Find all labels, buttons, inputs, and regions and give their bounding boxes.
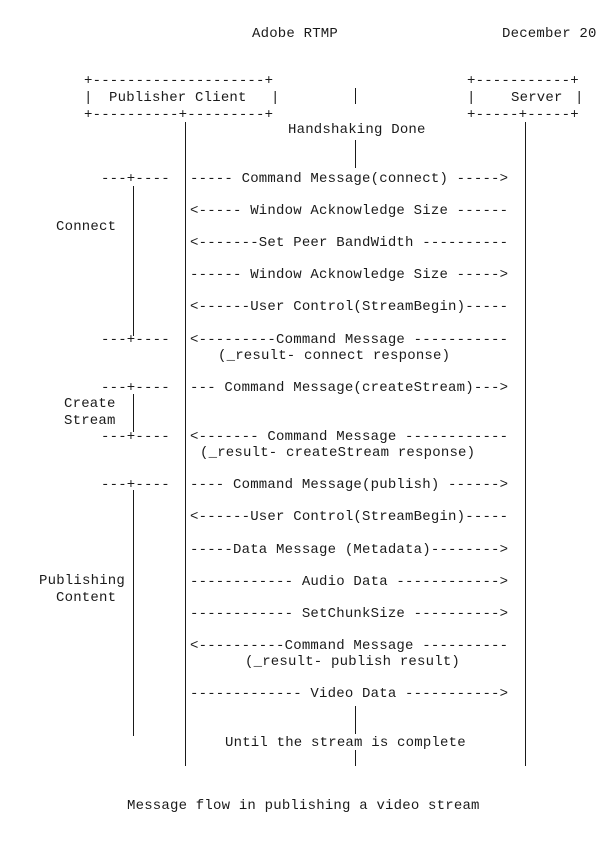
phase-connect-label: Connect xyxy=(56,219,117,235)
message-result-publish-note: (_result- publish result) xyxy=(245,654,461,670)
message-publish: ---- Command Message(publish) ------> xyxy=(190,477,509,493)
message-set-chunk-size: ------------ SetChunkSize ----------> xyxy=(190,606,509,622)
connect-bracket-start: ---+---- xyxy=(101,171,170,187)
message-set-peer-bandwidth: <-------Set Peer BandWidth ---------- xyxy=(190,235,509,251)
create-stream-bracket-end: ---+---- xyxy=(101,429,170,445)
message-result-connect-note: (_result- connect response) xyxy=(218,348,451,364)
phase-publishing-label-line2: Content xyxy=(56,590,117,606)
message-create-stream: --- Command Message(createStream)---> xyxy=(190,380,509,396)
figure-caption: Message flow in publishing a video strea… xyxy=(127,798,480,814)
message-data-metadata: -----Data Message (Metadata)--------> xyxy=(190,542,509,558)
message-window-ack-size-out: ------ Window Acknowledge Size -----> xyxy=(190,267,509,283)
publisher-box-top-border: +--------------------+ xyxy=(84,73,274,89)
phase-create-stream-label-line1: Create xyxy=(64,396,116,412)
phase-publishing-label-line1: Publishing xyxy=(39,573,126,589)
message-command-result-create-stream: <------- Command Message ------------ xyxy=(190,429,509,445)
message-command-result-connect: <---------Command Message ----------- xyxy=(190,332,509,348)
server-lifeline xyxy=(525,122,526,766)
until-stream-complete-label: Until the stream is complete xyxy=(225,735,466,751)
message-user-control-stream-begin-2: <------User Control(StreamBegin)----- xyxy=(190,509,509,525)
message-window-ack-size-in: <----- Window Acknowledge Size ------ xyxy=(190,203,509,219)
center-divider-bottom xyxy=(355,750,356,766)
create-stream-bracket-start: ---+---- xyxy=(101,380,170,396)
server-box-top-border: +-----------+ xyxy=(467,73,579,89)
server-box-bottom-border: +-----+-----+ xyxy=(467,107,579,123)
message-result-create-stream-note: (_result- createStream response) xyxy=(200,445,476,461)
document-title: Adobe RTMP xyxy=(252,26,339,42)
center-divider-top xyxy=(355,88,356,104)
message-audio-data: ------------ Audio Data ------------> xyxy=(190,574,509,590)
document-date: December 20 xyxy=(502,26,597,42)
server-label: Server xyxy=(511,90,563,106)
publisher-box-right-border: | xyxy=(271,90,280,106)
center-divider-video xyxy=(355,706,356,734)
server-box-right-border: | xyxy=(575,90,584,106)
center-divider-handshake xyxy=(355,140,356,168)
connect-bracket-end: ---+---- xyxy=(101,332,170,348)
publisher-client-label: Publisher Client xyxy=(109,90,247,106)
message-video-data: ------------- Video Data -----------> xyxy=(190,686,509,702)
phase-create-stream-label-line2: Stream xyxy=(64,413,116,429)
publisher-box-left-border: | xyxy=(84,90,93,106)
publisher-lifeline xyxy=(185,122,186,766)
create-stream-bracket xyxy=(133,394,134,432)
message-connect: ----- Command Message(connect) -----> xyxy=(190,171,509,187)
server-box-left-border: | xyxy=(467,90,476,106)
handshaking-done-label: Handshaking Done xyxy=(288,122,426,138)
publisher-box-bottom-border: +----------+---------+ xyxy=(84,107,274,123)
publishing-bracket xyxy=(133,490,134,736)
message-command-result-publish: <----------Command Message ---------- xyxy=(190,638,509,654)
connect-bracket xyxy=(133,186,134,336)
message-user-control-stream-begin-1: <------User Control(StreamBegin)----- xyxy=(190,299,509,315)
publishing-bracket-start: ---+---- xyxy=(101,477,170,493)
